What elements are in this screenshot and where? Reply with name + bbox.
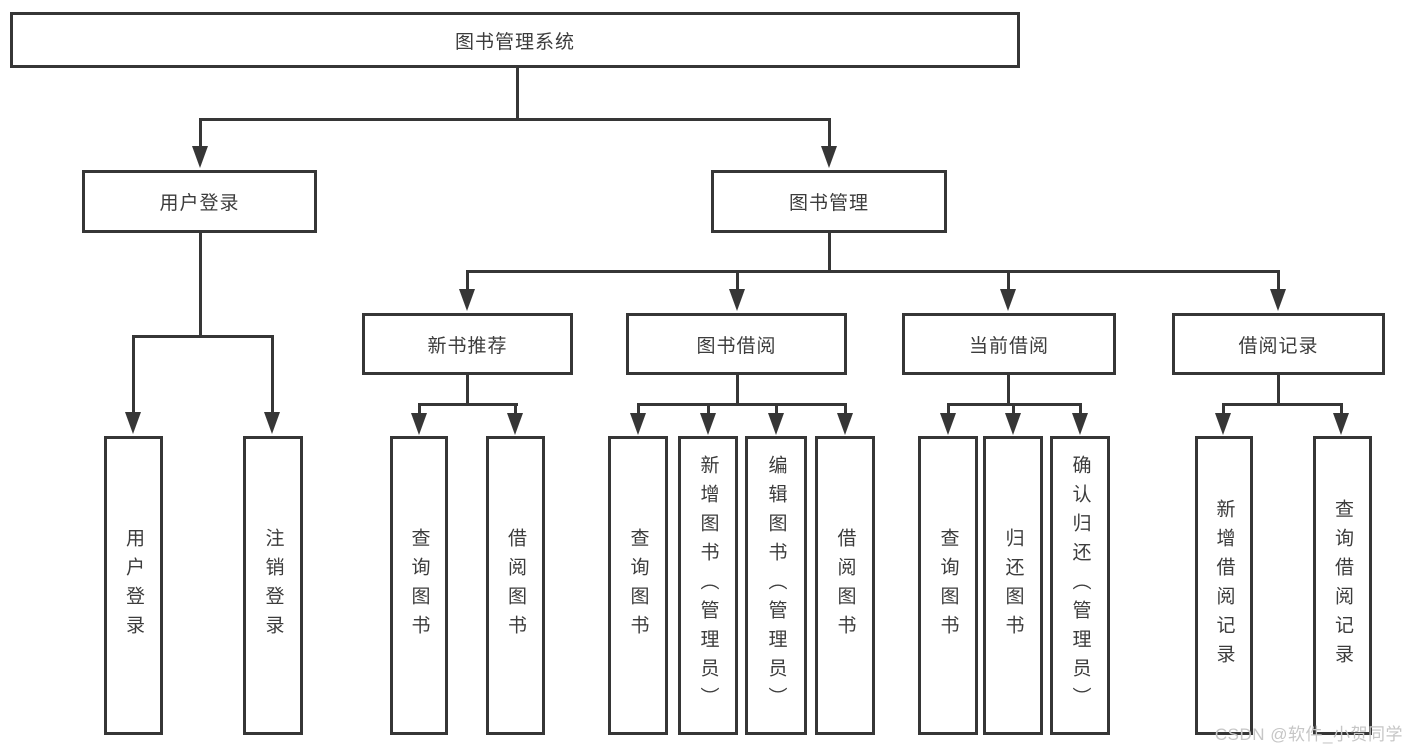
leaf-user-login-box: 用户登录 (104, 436, 163, 735)
connector-line (514, 403, 517, 415)
arrowhead-icon (1072, 413, 1088, 435)
node-book-mgmt-box: 图书管理 (711, 170, 947, 233)
node-user-login-box: 用户登录 (82, 170, 317, 233)
connector-line (199, 118, 202, 148)
leaf-records-query-label: 查询借阅记录 (1332, 498, 1353, 673)
leaf-user-login-label: 用户登录 (123, 527, 144, 644)
root-node-box: 图书管理系统 (10, 12, 1020, 68)
arrowhead-icon (264, 412, 280, 434)
leaf-borrow-borrow-label: 借阅图书 (834, 527, 856, 644)
arrowhead-icon (729, 289, 745, 311)
leaf-borrow-borrow-box: 借阅图书 (815, 436, 875, 735)
node-new-books-label: 新书推荐 (427, 335, 508, 357)
leaf-borrow-query-box: 查询图书 (608, 436, 668, 735)
connector-line (844, 403, 847, 415)
node-current-borrow-label: 当前借阅 (968, 335, 1049, 357)
connector-line (466, 270, 469, 291)
connector-line (271, 335, 274, 414)
leaf-borrow-add-label: 新增图书（管理员） (697, 455, 719, 716)
connector-line (736, 270, 739, 291)
connector-line (775, 403, 778, 415)
arrowhead-icon (837, 413, 853, 435)
connector-line (707, 403, 710, 415)
leaf-current-confirm-box: 确认归还（管理员） (1050, 436, 1110, 735)
leaf-records-query-box: 查询借阅记录 (1313, 436, 1372, 735)
csdn-watermark: CSDN @软件_小贺同学 (1214, 725, 1403, 744)
node-new-books-box: 新书推荐 (362, 313, 573, 375)
leaf-newbooks-query-box: 查询图书 (390, 436, 448, 735)
leaf-newbooks-borrow-label: 借阅图书 (505, 527, 526, 644)
arrowhead-icon (1005, 413, 1021, 435)
leaf-records-add-label: 新增借阅记录 (1213, 498, 1235, 673)
connector-line (418, 403, 518, 406)
arrowhead-icon (459, 289, 475, 311)
leaf-newbooks-borrow-box: 借阅图书 (486, 436, 545, 735)
arrowhead-icon (821, 146, 837, 168)
leaf-current-return-box: 归还图书 (983, 436, 1043, 735)
arrowhead-icon (125, 412, 141, 434)
connector-line (1222, 403, 1343, 406)
node-borrow-records-box: 借阅记录 (1172, 313, 1385, 375)
leaf-logout-label: 注销登录 (262, 527, 284, 644)
connector-line (1277, 270, 1280, 291)
leaf-borrow-edit-label: 编辑图书（管理员） (765, 455, 787, 716)
connector-line (132, 335, 135, 414)
connector-line (637, 403, 847, 406)
leaf-records-add-box: 新增借阅记录 (1195, 436, 1253, 735)
connector-line (947, 403, 950, 415)
arrowhead-icon (411, 413, 427, 435)
connector-line (637, 403, 640, 415)
arrowhead-icon (1333, 413, 1349, 435)
root-node-label: 图书管理系统 (454, 31, 575, 53)
leaf-current-return-label: 归还图书 (1002, 527, 1024, 644)
leaf-current-query-box: 查询图书 (918, 436, 978, 735)
arrowhead-icon (940, 413, 956, 435)
connector-line (1277, 375, 1280, 405)
connector-line (1012, 403, 1015, 415)
leaf-borrow-add-box: 新增图书（管理员） (678, 436, 738, 735)
node-book-borrow-label: 图书借阅 (696, 335, 777, 357)
node-borrow-records-label: 借阅记录 (1238, 335, 1319, 357)
node-user-login-label: 用户登录 (159, 193, 240, 214)
arrowhead-icon (768, 413, 784, 435)
node-current-borrow-box: 当前借阅 (902, 313, 1116, 375)
connector-line (1007, 375, 1010, 405)
arrowhead-icon (630, 413, 646, 435)
leaf-borrow-query-label: 查询图书 (627, 527, 649, 644)
node-book-mgmt-label: 图书管理 (788, 193, 869, 214)
arrowhead-icon (700, 413, 716, 435)
arrowhead-icon (1270, 289, 1286, 311)
leaf-current-confirm-label: 确认归还（管理员） (1069, 455, 1091, 716)
connector-line (736, 375, 739, 405)
arrowhead-icon (192, 146, 208, 168)
leaf-logout-box: 注销登录 (243, 436, 303, 735)
leaf-borrow-edit-box: 编辑图书（管理员） (745, 436, 807, 735)
connector-line (1079, 403, 1082, 415)
connector-line (418, 403, 421, 415)
arrowhead-icon (507, 413, 523, 435)
arrowhead-icon (1215, 413, 1231, 435)
arrowhead-icon (1000, 289, 1016, 311)
connector-line (199, 233, 202, 337)
leaf-current-query-label: 查询图书 (937, 527, 959, 644)
connector-line (828, 118, 831, 148)
node-book-borrow-box: 图书借阅 (626, 313, 847, 375)
connector-line (828, 233, 831, 272)
connector-line (466, 270, 1280, 273)
connector-line (199, 118, 831, 121)
connector-line (516, 68, 519, 120)
connector-line (132, 335, 274, 338)
connector-line (1222, 403, 1225, 415)
connector-line (466, 375, 469, 405)
connector-line (1340, 403, 1343, 415)
connector-line (1007, 270, 1010, 291)
leaf-newbooks-query-label: 查询图书 (408, 527, 430, 644)
